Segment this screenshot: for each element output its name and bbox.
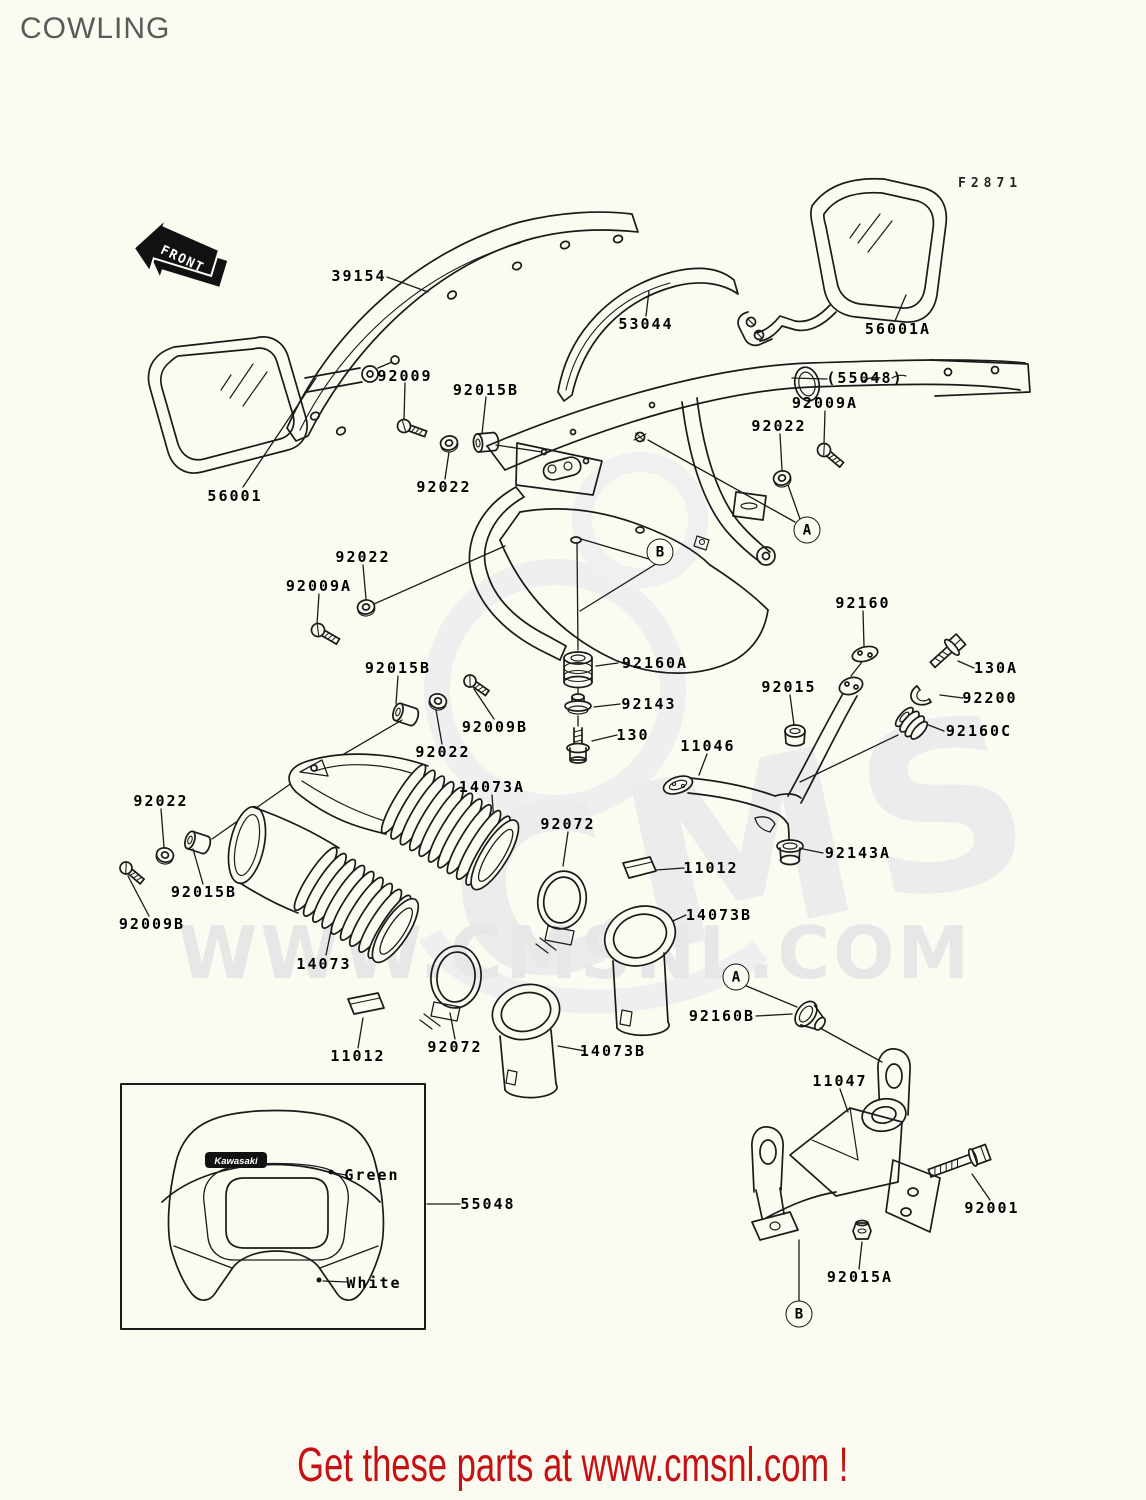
duct-14073 xyxy=(227,805,420,964)
washer-92022-right xyxy=(772,470,792,488)
bushing-92015B-mid xyxy=(392,702,420,727)
mirror-56001A xyxy=(737,177,948,347)
pad-11012-left xyxy=(347,992,385,1015)
stay-arm-11046 xyxy=(662,676,864,841)
screw-92009A-right xyxy=(816,442,845,468)
circlip-92200 xyxy=(910,685,932,706)
damper-92015 xyxy=(784,724,806,747)
bolt-130A xyxy=(929,633,967,669)
washer-92022-top xyxy=(439,435,459,453)
washer-92022-mid xyxy=(428,693,448,711)
nut-92015A xyxy=(852,1219,872,1240)
screw-92009 xyxy=(396,418,428,438)
trim-53044 xyxy=(557,267,739,402)
page-title: COWLING xyxy=(20,12,171,45)
cap-92143A xyxy=(776,839,804,866)
bushing-92015B-top xyxy=(472,431,500,453)
cowling-stay-55048 xyxy=(468,359,1031,674)
washer-92022-left xyxy=(155,847,175,865)
windshield-39154 xyxy=(286,211,639,442)
flange-92160 xyxy=(851,645,879,663)
front-arrow: FRONT xyxy=(132,215,228,287)
mirror-56001 xyxy=(147,336,400,474)
grommet-92160B xyxy=(794,1000,826,1031)
bracket-11047 xyxy=(751,1048,941,1241)
footer-text: Get these parts at www.cmsnl.com ! xyxy=(297,1439,849,1492)
bolt-92001 xyxy=(927,1143,992,1178)
footer-banner: Get these parts at www.cmsnl.com ! xyxy=(0,1438,1146,1493)
clamp-92072-right xyxy=(535,870,588,954)
holder-14073B-lower xyxy=(491,983,561,1099)
kawasaki-badge: Kawasaki xyxy=(214,1156,258,1167)
duct-14073A xyxy=(288,753,520,891)
cap-92143 xyxy=(564,693,592,715)
screw-92009B-mid xyxy=(463,674,490,697)
collar-92160A xyxy=(563,651,593,689)
bushing-92015B-left xyxy=(184,830,212,855)
holder-14073B-right xyxy=(603,905,677,1037)
washer-92022-midleft xyxy=(356,599,376,617)
line-art xyxy=(119,177,1031,1241)
clamp-92072-left xyxy=(419,945,482,1030)
screw-92009B-left xyxy=(119,861,145,885)
bolt-130 xyxy=(566,727,590,764)
screw-92009A-midleft xyxy=(310,622,341,645)
inset-cowling-box: Kawasaki xyxy=(120,1083,426,1330)
pad-11012-right xyxy=(622,856,657,879)
figure-code: F2871 xyxy=(958,176,1023,191)
collar-92160C xyxy=(894,706,929,740)
